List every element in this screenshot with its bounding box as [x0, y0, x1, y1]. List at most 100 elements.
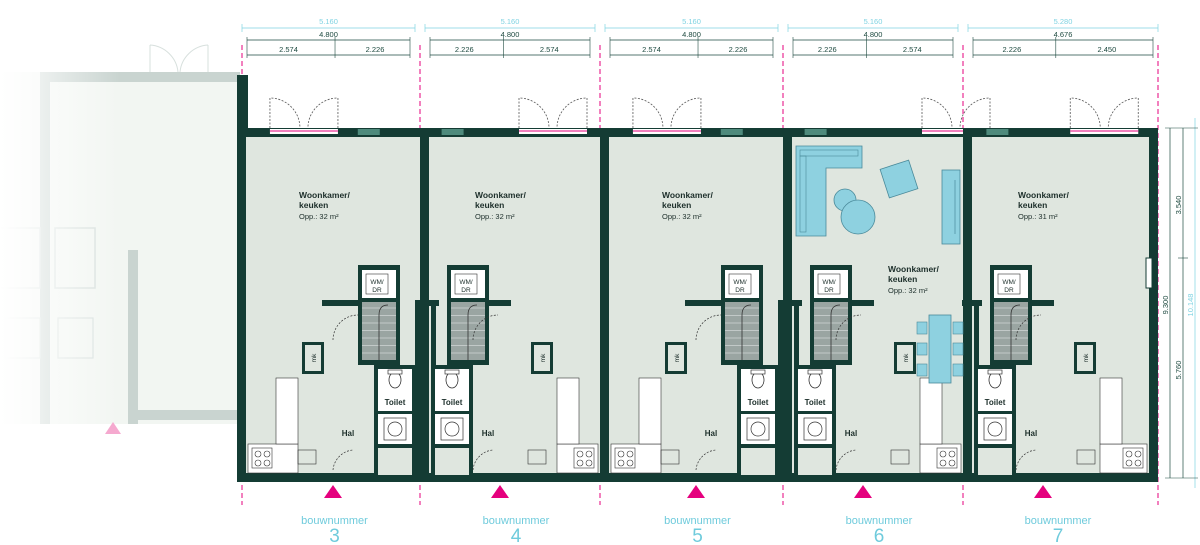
- wmdr-label-line2: DR: [461, 287, 471, 294]
- dim-left: 2.226: [818, 45, 837, 54]
- stair-arrow: [741, 304, 752, 360]
- rear-facade: [963, 128, 1158, 137]
- rear-facade: [783, 128, 963, 137]
- burner: [576, 459, 584, 467]
- hal-wall: [1032, 300, 1054, 306]
- wmdr-label-line2: DR: [735, 287, 745, 294]
- hob-icon: [251, 447, 273, 469]
- toilet-bowl-icon: [988, 371, 1002, 389]
- end-wall: [1149, 128, 1158, 482]
- wmdr-area: [451, 270, 485, 298]
- vent-window: [804, 129, 827, 135]
- dining-chair: [952, 363, 964, 377]
- room-area: Opp.: 32 m²: [475, 212, 515, 221]
- right-dimensions: 3.540 5.760 9.300 10.148: [1161, 118, 1198, 488]
- hal-door-swing: [332, 314, 359, 341]
- wmdr-label-line1: WM/: [733, 279, 747, 286]
- burner: [626, 450, 634, 458]
- corner-sofa: [795, 145, 863, 237]
- bouwnummer-number: 6: [874, 526, 885, 545]
- room-name-line1: Woonkamer/: [662, 190, 713, 200]
- front-door-swing: [332, 449, 354, 471]
- bouwnummer-number: 4: [511, 526, 522, 545]
- room-name-line1: Woonkamer/: [475, 190, 526, 200]
- dim-right: 2.450: [1098, 45, 1117, 54]
- hal-door-swing: [835, 314, 862, 341]
- wmdr-label-line1: WM/: [459, 279, 473, 286]
- kitchen-counter: [610, 443, 662, 474]
- kitchen-tall-cabinet: [638, 377, 662, 445]
- washer-drum: [750, 421, 766, 437]
- toilet-bowl-icon: [751, 371, 765, 389]
- meter-cupboard: [534, 345, 550, 371]
- hob-icon: [936, 447, 958, 469]
- kitchen-counter: [1099, 443, 1148, 474]
- hal-wall: [962, 300, 982, 306]
- front-facade: [783, 473, 963, 482]
- bouwnummer-number: 7: [1053, 526, 1064, 545]
- hal-wall: [338, 300, 360, 306]
- toilet-cistern: [807, 369, 823, 375]
- hal-closet: [978, 448, 1012, 475]
- wmdr-area: [814, 270, 848, 298]
- wmdr-area: [362, 270, 396, 298]
- entrance-marker-faded: [105, 422, 121, 434]
- sink-icon: [297, 449, 317, 465]
- wmdr-label-line1: WM/: [822, 279, 836, 286]
- hal-label: Hal: [342, 429, 354, 438]
- dim-inner: 4.800: [682, 30, 701, 39]
- dim-vertical-lower: 5.760: [1174, 361, 1183, 380]
- coffee-table: [840, 199, 876, 235]
- front-door-swing: [835, 449, 857, 471]
- washer-box: [817, 273, 841, 295]
- meter-cupboard: [1077, 345, 1093, 371]
- mk-label: mk: [311, 353, 318, 362]
- armchair: [879, 159, 919, 199]
- dim-left: 2.574: [279, 45, 298, 54]
- room-area: Opp.: 31 m²: [1018, 212, 1058, 221]
- washer-box: [997, 273, 1021, 295]
- washer-room: [798, 414, 832, 444]
- washer-machine-icon: [983, 417, 1007, 441]
- front-door-swing: [472, 449, 494, 471]
- room-area: Opp.: 32 m²: [299, 212, 339, 221]
- mk-label: mk: [903, 353, 910, 362]
- vent-window: [441, 129, 464, 135]
- entrance-marker: [491, 485, 509, 498]
- washer-machine-icon: [746, 417, 770, 441]
- hal-wall: [489, 300, 511, 306]
- bouwnummer-label: bouwnummer: [301, 515, 368, 527]
- room-name-line1: Woonkamer/: [888, 264, 939, 274]
- meter-cupboard: [668, 345, 684, 371]
- fade-overlay: [0, 60, 120, 440]
- room-name-line2: keuken: [888, 274, 917, 284]
- hal-door-swing: [1015, 314, 1042, 341]
- hal-closet: [798, 448, 832, 475]
- burner: [626, 459, 634, 467]
- dim-right: 2.226: [366, 45, 385, 54]
- stair-arrow: [378, 304, 389, 360]
- burner: [576, 450, 584, 458]
- hal-door-swing: [695, 314, 722, 341]
- washer-drum: [444, 421, 460, 437]
- hal-wall: [782, 300, 802, 306]
- dim-inner: 4.800: [501, 30, 520, 39]
- dim-total: 5.280: [1054, 17, 1073, 26]
- wmdr-label-line2: DR: [1004, 287, 1014, 294]
- burner: [1125, 459, 1133, 467]
- dim-vertical-upper: 3.540: [1174, 196, 1183, 215]
- front-facade: [600, 473, 783, 482]
- room-name-line1: Woonkamer/: [1018, 190, 1069, 200]
- burner: [948, 450, 956, 458]
- front-door-swing: [695, 449, 717, 471]
- dining-table: [928, 314, 952, 384]
- washer-box: [728, 273, 752, 295]
- bouwnummer-number: 3: [329, 526, 340, 545]
- bouwnummer-number: 5: [692, 526, 703, 545]
- sink-icon: [1076, 449, 1096, 465]
